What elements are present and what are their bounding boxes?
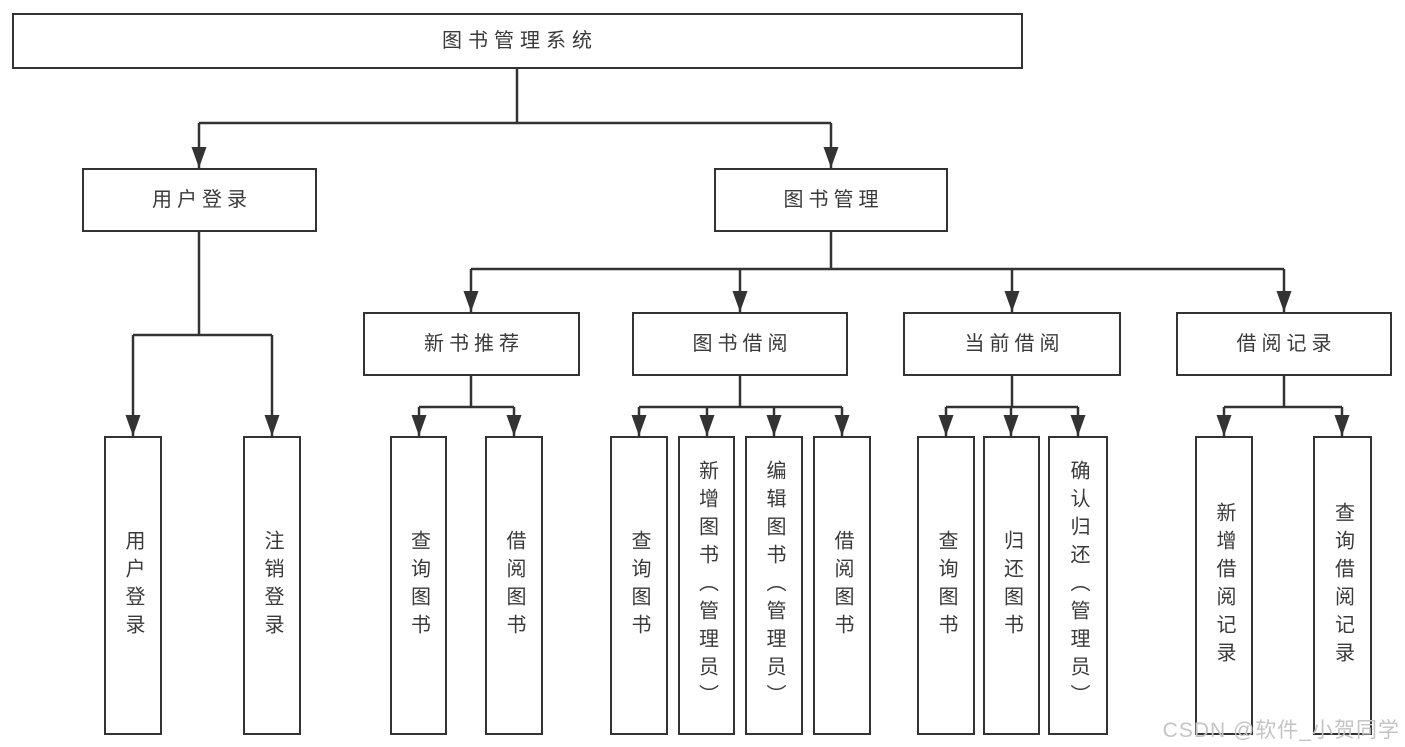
node-current-borrow-label: 当前借阅 <box>964 333 1065 355</box>
leaf-user-login: 用户登录 <box>104 436 162 735</box>
leaf-borrow-query-books: 查询图书 <box>610 436 668 735</box>
leaf-query-borrow-record-label: 查询借阅记录 <box>1331 501 1354 670</box>
node-new-book-recommend: 新书推荐 <box>363 312 580 376</box>
leaf-recommend-borrow-books: 借阅图书 <box>485 436 543 735</box>
node-borrow-records: 借阅记录 <box>1176 312 1392 376</box>
leaf-add-borrow-record: 新增借阅记录 <box>1195 436 1253 735</box>
connector-current-to-leaves <box>938 376 1086 436</box>
leaf-borrow-books-label: 借阅图书 <box>831 529 853 642</box>
leaf-edit-books-admin-label: 编辑图书（管理员） <box>763 459 785 712</box>
node-user-login-label: 用户登录 <box>152 189 252 211</box>
node-root-label: 图书管理系统 <box>442 30 598 52</box>
leaf-logout-label: 注销登录 <box>261 529 283 642</box>
node-current-borrow: 当前借阅 <box>903 312 1121 376</box>
watermark: CSDN @软件_小贺同学 <box>1162 719 1400 742</box>
leaf-return-books: 归还图书 <box>983 436 1040 735</box>
connector-login-to-leaves <box>125 232 280 436</box>
node-user-login: 用户登录 <box>82 168 317 232</box>
node-borrow-records-label: 借阅记录 <box>1236 333 1337 355</box>
leaf-current-query-books-label: 查询图书 <box>935 529 957 642</box>
leaf-current-query-books: 查询图书 <box>917 436 975 735</box>
connector-records-to-leaves <box>1216 376 1350 436</box>
leaf-confirm-return-admin: 确认归还（管理员） <box>1048 436 1108 735</box>
leaf-edit-books-admin: 编辑图书（管理员） <box>745 436 803 735</box>
leaf-borrow-books: 借阅图书 <box>813 436 871 735</box>
connector-recommend-to-leaves <box>411 376 522 436</box>
leaf-query-borrow-record: 查询借阅记录 <box>1313 436 1372 735</box>
leaf-user-login-label: 用户登录 <box>122 529 144 642</box>
node-new-book-recommend-label: 新书推荐 <box>424 333 524 355</box>
leaf-add-borrow-record-label: 新增借阅记录 <box>1213 501 1235 670</box>
leaf-add-books-admin: 新增图书（管理员） <box>678 436 735 735</box>
leaf-add-books-admin-label: 新增图书（管理员） <box>695 459 718 712</box>
node-book-borrow: 图书借阅 <box>632 312 848 376</box>
leaf-recommend-query-books: 查询图书 <box>390 436 447 735</box>
connector-root-to-level2 <box>191 69 839 168</box>
node-book-management: 图书管理 <box>714 168 948 232</box>
leaf-recommend-borrow-books-label: 借阅图书 <box>503 529 525 642</box>
node-book-borrow-label: 图书借阅 <box>692 333 793 355</box>
connector-management-to-level3 <box>463 232 1292 312</box>
connector-borrow-to-leaves <box>631 376 850 436</box>
leaf-return-books-label: 归还图书 <box>1000 529 1023 642</box>
leaf-logout: 注销登录 <box>243 436 301 735</box>
leaf-recommend-query-books-label: 查询图书 <box>407 529 430 642</box>
leaf-borrow-query-books-label: 查询图书 <box>628 529 650 642</box>
node-book-management-label: 图书管理 <box>783 189 884 211</box>
node-root: 图书管理系统 <box>12 13 1023 69</box>
leaf-confirm-return-admin-label: 确认归还（管理员） <box>1067 459 1089 712</box>
